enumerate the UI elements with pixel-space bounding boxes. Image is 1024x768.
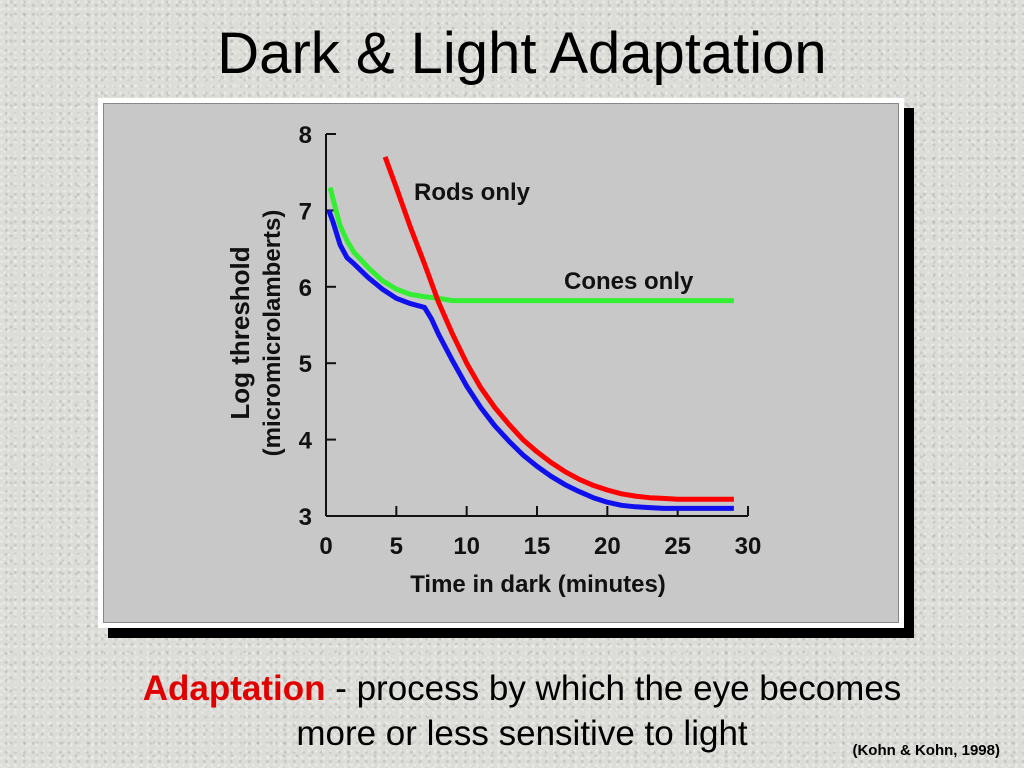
chart-frame [98, 98, 904, 628]
y-axis-title-line1: Log threshold [225, 246, 255, 419]
axes [325, 134, 748, 517]
x-tick-label: 0 [319, 533, 332, 560]
slide-title: Dark & Light Adaptation [217, 21, 827, 86]
y-tick-label: 4 [299, 428, 313, 455]
series-label-cones: Cones only [564, 268, 694, 295]
y-tick-label: 3 [299, 504, 312, 531]
x-tick-label: 20 [594, 533, 621, 560]
y-tick-label: 6 [299, 275, 312, 302]
y-tick-label: 8 [299, 122, 312, 149]
chart-panel [103, 103, 899, 623]
caption-line-1: Adaptation - process by which the eye be… [30, 666, 1014, 711]
caption-term: Adaptation [142, 669, 326, 708]
x-axis-title: Time in dark (minutes) [410, 571, 666, 598]
x-tick-label: 30 [735, 533, 762, 560]
series-line-cones [327, 186, 734, 304]
x-tick-label: 10 [453, 533, 480, 560]
x-tick-label: 25 [664, 533, 691, 560]
ticks: 3 4 5 6 7 8 0 5 10 15 20 25 30 [299, 122, 762, 560]
x-tick-label: 5 [390, 533, 403, 560]
citation: (Kohn & Kohn, 1998) [852, 742, 1000, 759]
series-line-rods [382, 156, 734, 502]
series [326, 156, 734, 511]
y-tick-label: 5 [299, 351, 312, 378]
y-axis-title-line2: (micromicrolamberts) [259, 210, 286, 457]
x-tick-label: 15 [524, 533, 551, 560]
series-line-combined [326, 209, 734, 511]
caption-line-2: more or less sensitive to light [296, 714, 748, 753]
series-label-rods: Rods only [414, 179, 531, 206]
caption: Adaptation - process by which the eye be… [30, 666, 1014, 756]
caption-definition: - process by which the eye becomes [325, 669, 902, 708]
y-tick-label: 7 [299, 198, 312, 225]
